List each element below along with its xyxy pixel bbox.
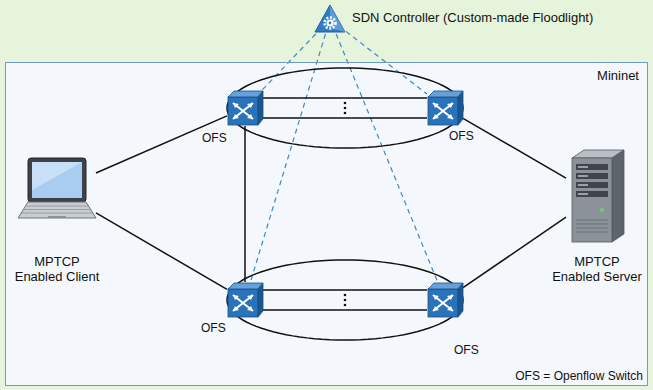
openflow-switch: OFS (227, 282, 263, 318)
client-node: MPTCP Enabled Client (18, 150, 96, 230)
sw-icon (427, 90, 463, 126)
openflow-switch: OFS (227, 90, 263, 126)
sw-icon (227, 282, 263, 318)
laptop-icon (18, 150, 96, 230)
network-link (463, 217, 566, 287)
node-label: OFS (447, 130, 476, 144)
server-icon (566, 148, 628, 244)
openflow-switch: OFS (427, 90, 463, 126)
network-link (244, 126, 246, 282)
network-link (263, 117, 427, 119)
network-link (263, 97, 427, 99)
node-label: MPTCP Enabled Server (550, 255, 644, 285)
node-label: OFS (200, 132, 229, 146)
network-link (263, 289, 427, 291)
mininet-ground (5, 62, 648, 386)
mininet-region: OFSOFSMPTCP Enabled ClientMPTCP Enabled … (5, 62, 648, 386)
network-link (463, 118, 566, 178)
controller-node: SDN Controller (Custom-made Floodlight) (314, 4, 346, 34)
server-node: MPTCP Enabled Server (566, 148, 628, 244)
legend-note: OFS = Openflow Switch (515, 369, 643, 383)
node-label: OFS (452, 344, 481, 358)
node-label: Mininet (597, 69, 639, 84)
network-link (263, 309, 427, 311)
sw-icon (427, 282, 463, 318)
ellipsis-dots (344, 102, 347, 307)
openflow-switch: OFS (427, 282, 463, 318)
ctrl-icon (314, 4, 346, 34)
node-label: SDN Controller (Custom-made Floodlight) (352, 11, 593, 26)
control-link (250, 34, 325, 282)
node-label: OFS (199, 322, 228, 336)
node-label: MPTCP Enabled Client (10, 255, 104, 285)
network-link (96, 213, 227, 290)
sw-icon (227, 90, 263, 126)
